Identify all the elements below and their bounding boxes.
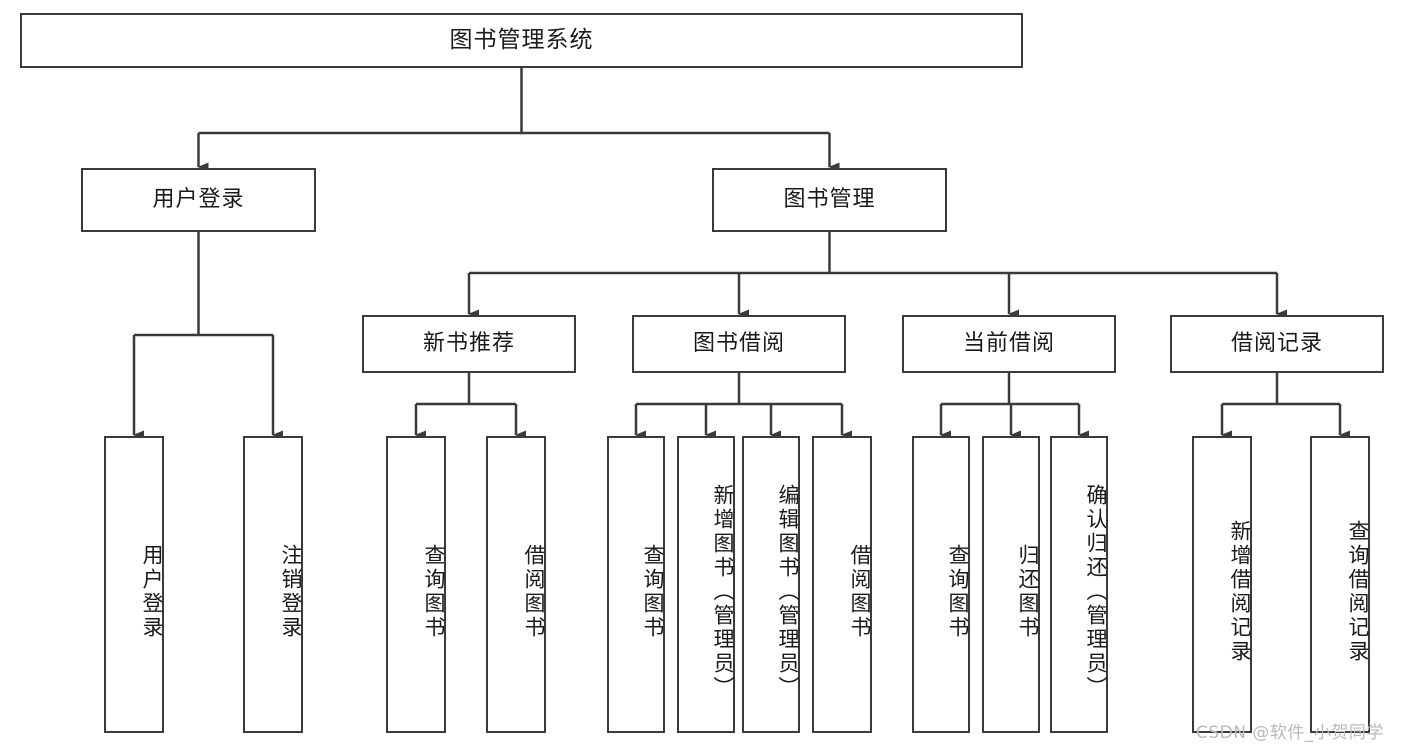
node-bookmgmt[interactable]: 图书管理 <box>712 168 947 232</box>
node-label: 图书管理 <box>783 186 876 212</box>
node-label: 借阅图书 <box>848 543 872 640</box>
node-label: 新增图书（管理员） <box>711 483 735 700</box>
node-label: 查询图书 <box>641 543 665 640</box>
node-borrow[interactable]: 图书借阅 <box>632 315 846 373</box>
node-l_confirm[interactable]: 确认归还（管理员） <box>1050 436 1108 733</box>
node-l_return[interactable]: 归还图书 <box>982 436 1040 733</box>
node-l_borrow1[interactable]: 借阅图书 <box>486 436 546 733</box>
node-label: 确认归还（管理员） <box>1084 483 1108 700</box>
node-l_add[interactable]: 新增图书（管理员） <box>677 436 735 733</box>
node-label: 新书推荐 <box>422 330 515 356</box>
edge-layer <box>132 68 1350 440</box>
node-label: 新增借阅记录 <box>1228 519 1252 664</box>
node-l_login[interactable]: 用户登录 <box>104 436 164 733</box>
node-label: 注销登录 <box>279 543 303 640</box>
node-label: 归还图书 <box>1016 543 1040 640</box>
node-current[interactable]: 当前借阅 <box>902 315 1116 373</box>
node-label: 当前借阅 <box>962 330 1055 356</box>
node-root[interactable]: 图书管理系统 <box>20 13 1023 68</box>
node-label: 图书管理系统 <box>449 26 594 53</box>
node-records[interactable]: 借阅记录 <box>1170 315 1384 373</box>
node-label: 用户登录 <box>140 543 164 640</box>
node-l_queryrec[interactable]: 查询借阅记录 <box>1310 436 1370 733</box>
node-newbook[interactable]: 新书推荐 <box>362 315 576 373</box>
node-l_borrow2[interactable]: 借阅图书 <box>812 436 872 733</box>
node-label: 查询图书 <box>422 543 446 640</box>
node-l_query3[interactable]: 查询图书 <box>912 436 970 733</box>
node-label: 查询借阅记录 <box>1346 519 1370 664</box>
watermark-label: CSDN @软件_小贺同学 <box>1196 723 1384 743</box>
node-l_addrec[interactable]: 新增借阅记录 <box>1192 436 1252 733</box>
node-label: 图书借阅 <box>692 330 785 356</box>
node-label: 用户登录 <box>152 186 245 212</box>
node-l_logout[interactable]: 注销登录 <box>243 436 303 733</box>
node-label: 查询图书 <box>946 543 970 640</box>
node-label: 编辑图书（管理员） <box>776 483 800 700</box>
node-l_query1[interactable]: 查询图书 <box>386 436 446 733</box>
node-label: 借阅图书 <box>522 543 546 640</box>
node-login[interactable]: 用户登录 <box>81 168 316 232</box>
node-l_edit[interactable]: 编辑图书（管理员） <box>742 436 800 733</box>
node-label: 借阅记录 <box>1230 330 1323 356</box>
node-l_query2[interactable]: 查询图书 <box>607 436 665 733</box>
